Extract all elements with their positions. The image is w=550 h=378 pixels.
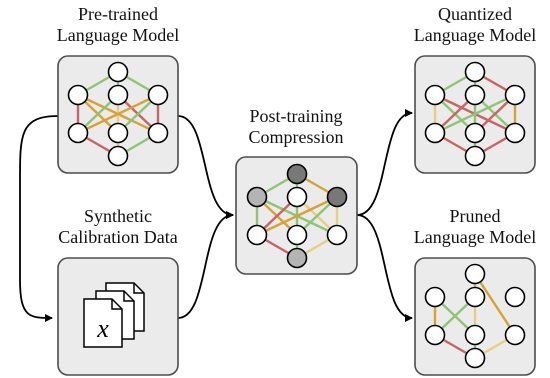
network-node (147, 84, 169, 106)
compression-network (246, 163, 348, 269)
network-node (326, 224, 348, 246)
network-node (504, 122, 526, 144)
document-stack-icon: x (83, 282, 145, 348)
arrow-compression-to-pruned (356, 214, 413, 322)
network-node (286, 186, 308, 208)
quantized-label-line2: Language Model (413, 25, 537, 45)
connectors (19, 109, 413, 322)
compression-label-line1: Post-training (249, 106, 343, 126)
network-edge (256, 195, 338, 237)
arrow-pretrained-to-synthetic (19, 115, 59, 322)
network-node (246, 186, 268, 208)
network-node (424, 122, 446, 144)
network-node (464, 263, 486, 285)
network-node (107, 122, 129, 144)
pretrained-label-line2: Language Model (56, 25, 180, 45)
pruned-label-line2: Language Model (413, 227, 537, 247)
network-node (504, 324, 526, 346)
pruned-model-label: Pruned Language Model (400, 206, 550, 248)
network-edge (77, 93, 159, 135)
network-node (504, 84, 526, 106)
quantized-network (424, 61, 526, 167)
network-node (67, 84, 89, 106)
synthetic-data-label: Synthetic Calibration Data (38, 206, 198, 248)
network-node (464, 61, 486, 83)
pruned-network (424, 263, 526, 369)
network-node (326, 186, 348, 208)
network-node (286, 247, 308, 269)
network-node (504, 286, 526, 308)
arrow-pretrained-to-compression (177, 115, 234, 219)
network-edge (473, 273, 517, 336)
network-node (107, 145, 129, 167)
pretrained-model-label: Pre-trained Language Model (38, 4, 198, 46)
pretrained-network (67, 61, 169, 167)
synthetic-label-line2: Calibration Data (58, 227, 178, 247)
compression-label-line2: Compression (248, 127, 344, 147)
network-node (246, 224, 268, 246)
synthetic-label-line1: Synthetic (84, 206, 152, 226)
network-node (107, 61, 129, 83)
network-node (147, 122, 169, 144)
network-node (67, 122, 89, 144)
network-node (286, 163, 308, 185)
network-node (464, 145, 486, 167)
network-node (424, 286, 446, 308)
network-node (464, 347, 486, 369)
network-node (464, 84, 486, 106)
quantized-label-line1: Quantized (438, 4, 512, 24)
network-node (424, 324, 446, 346)
compression-label: Post-training Compression (216, 106, 376, 148)
arrow-compression-to-quantized (356, 109, 413, 216)
network-edge (434, 93, 516, 135)
network-node (107, 84, 129, 106)
pruned-label-line1: Pruned (449, 206, 501, 226)
network-node (464, 286, 486, 308)
network-node (286, 224, 308, 246)
network-node (464, 324, 486, 346)
pretrained-label-line1: Pre-trained (78, 4, 158, 24)
document-glyph: x (96, 314, 109, 343)
network-node (424, 84, 446, 106)
network-node (464, 122, 486, 144)
arrow-synthetic-to-compression (177, 211, 234, 319)
quantized-model-label: Quantized Language Model (400, 4, 550, 46)
